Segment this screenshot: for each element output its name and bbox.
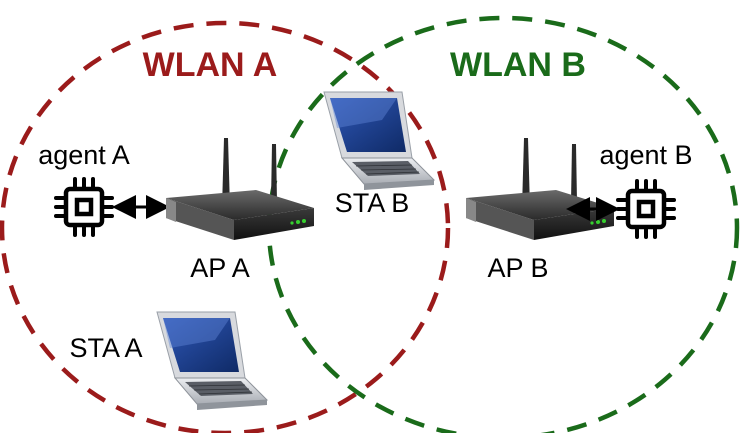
sta-a-label: STA A	[69, 333, 142, 363]
wlan-a-title: WLAN A	[143, 46, 278, 84]
wlan-b-title: WLAN B	[450, 46, 586, 84]
wlan-a-group: WLAN A	[0, 20, 451, 433]
wireless-router-icon	[466, 138, 614, 240]
chip-icon	[56, 179, 112, 235]
agent-b-label: agent B	[599, 140, 692, 170]
agent-a-label: agent A	[38, 140, 130, 170]
laptop-icon	[323, 91, 435, 191]
sta-b-label: STA B	[335, 188, 410, 218]
wireless-router-icon	[166, 138, 314, 240]
ap-b-label: AP B	[487, 253, 548, 283]
ap-a-label: AP A	[190, 253, 250, 283]
laptop-icon	[156, 311, 268, 411]
wlan-a-coverage-circle	[0, 20, 451, 433]
chip-icon	[618, 181, 674, 237]
